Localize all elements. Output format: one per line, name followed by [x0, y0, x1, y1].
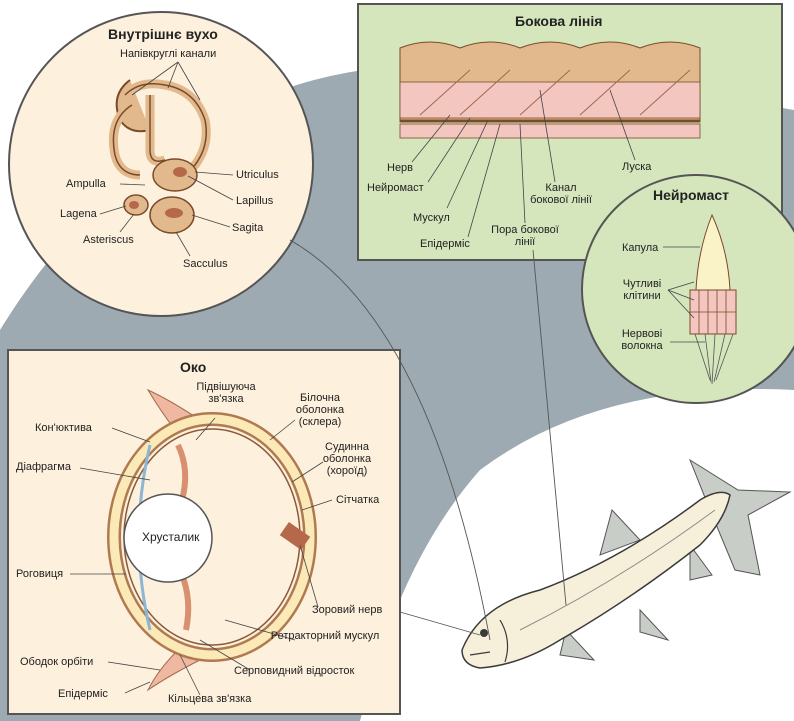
- label-lens: Хрусталик: [142, 531, 199, 543]
- label-ampulla: Ampulla: [66, 178, 106, 190]
- label-cupula: Капула: [622, 242, 658, 254]
- label-sagita: Sagita: [232, 222, 263, 234]
- eye-title: Око: [180, 359, 206, 375]
- inner-ear-title: Внутрішнє вухо: [108, 26, 218, 42]
- label-cornea: Роговиця: [16, 568, 63, 580]
- label-muscle: Мускул: [413, 212, 450, 224]
- label-semicircular-canals: Напівкруглі канали: [120, 48, 216, 60]
- label-sclera: Білочна оболонка (склера): [280, 392, 360, 428]
- label-utriculus: Utriculus: [236, 169, 279, 181]
- label-asteriscus: Asteriscus: [83, 234, 134, 246]
- label-choroid: Судинна оболонка (хороїд): [306, 441, 388, 477]
- label-sensory-cells: Чутливі клітини: [614, 278, 670, 302]
- label-annular-ligament: Кільцева зв'язка: [168, 693, 251, 705]
- label-lagena: Lagena: [60, 208, 97, 220]
- label-neuromast: Нейромаст: [367, 182, 424, 194]
- label-conjunctiva: Кон'юктива: [35, 422, 92, 434]
- label-nerve: Нерв: [387, 162, 413, 174]
- label-retractor-muscle: Ретракторний мускул: [270, 630, 380, 642]
- label-orbit-rim: Ободок орбіти: [20, 656, 93, 668]
- neuromast-title: Нейромаст: [653, 187, 729, 203]
- label-suspensory-ligament: Підвішуюча зв'язка: [186, 381, 266, 405]
- label-diaphragm: Діафрагма: [16, 461, 71, 473]
- label-sacculus: Sacculus: [183, 258, 228, 270]
- label-falciform-process: Серповидний відросток: [234, 665, 354, 677]
- label-epidermis-eye: Епідерміс: [58, 688, 108, 700]
- label-retina: Сітчатка: [336, 494, 379, 506]
- label-nerve-fibers: Нервові волокна: [614, 328, 670, 352]
- label-pore: Пора бокової лінії: [480, 224, 570, 248]
- label-epidermis-ll: Епідерміс: [420, 238, 470, 250]
- label-canal: Канал бокової лінії: [525, 182, 597, 206]
- label-scale: Луска: [622, 161, 651, 173]
- label-lapillus: Lapillus: [236, 195, 273, 207]
- lateral-line-title: Бокова лінія: [515, 13, 602, 29]
- label-optic-nerve: Зоровий нерв: [312, 604, 382, 616]
- fish-drawing: [462, 460, 790, 668]
